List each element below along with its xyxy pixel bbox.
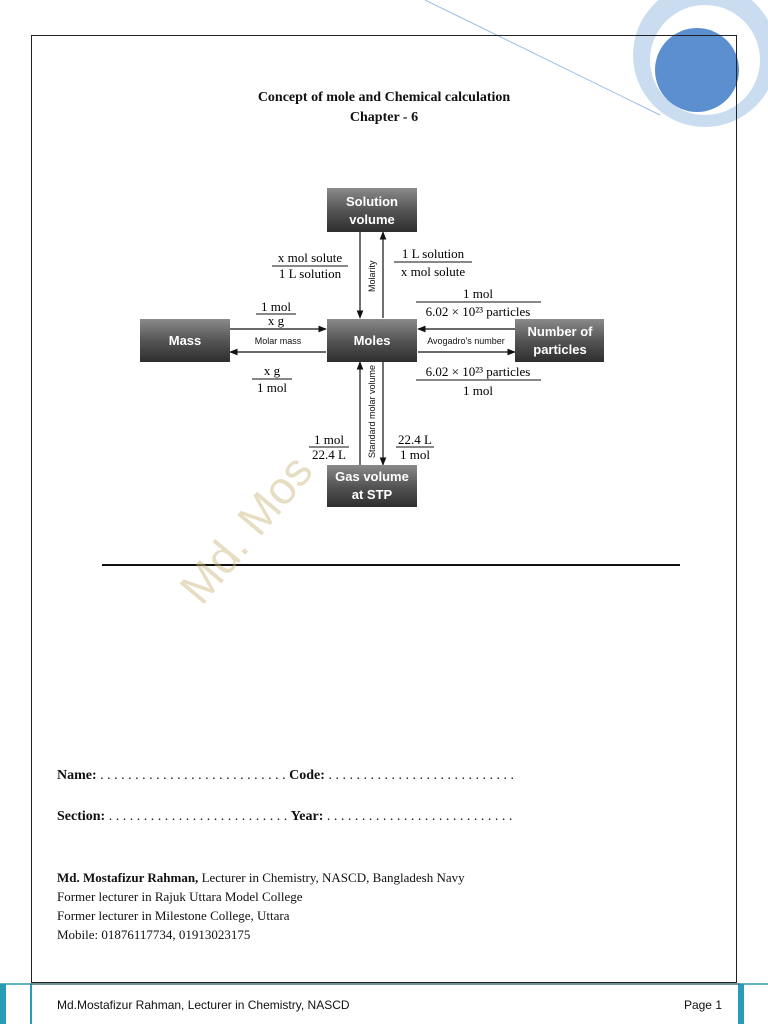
author-line-2: Former lecturer in Rajuk Uttara Model Co… — [57, 889, 303, 904]
author-mobile: Mobile: 01876117734, 01913023175 — [57, 927, 251, 942]
horizontal-divider — [102, 564, 680, 566]
code-field[interactable]: . . . . . . . . . . . . . . . . . . . . … — [328, 768, 514, 783]
author-line-1: Md. Mostafizur Rahman, Lecturer in Chemi… — [57, 868, 465, 887]
fraction-numerator: x g — [264, 363, 281, 378]
fraction-denominator: x mol solute — [401, 264, 466, 279]
page-number: Page 1 — [683, 998, 722, 1012]
footer-author: Md.Mostafizur Rahman, Lecturer in Chemis… — [57, 998, 350, 1012]
chapter-text: Chapter - 6 — [349, 110, 419, 125]
fraction-denominator: 22.4 L — [312, 447, 346, 462]
fraction-denominator: 1 mol — [400, 447, 430, 462]
author-name: Md. Mostafizur Rahman, — [57, 870, 199, 885]
fraction-numerator: 6.02 × 10²³ particles — [426, 364, 531, 379]
section-label: Section: — [57, 809, 106, 824]
box-solution-volume: Solution volume — [327, 188, 417, 232]
fraction-right-top: 1 mol 6.02 × 10²³ particles — [416, 286, 541, 319]
year-field[interactable]: . . . . . . . . . . . . . . . . . . . . … — [326, 809, 513, 824]
fraction-bottom-right: 22.4 L 1 mol — [396, 432, 434, 462]
fraction-top-right: 1 L solution x mol solute — [394, 246, 472, 279]
page-border — [31, 35, 737, 983]
box-gas-volume: Gas volume at STP — [327, 465, 417, 507]
gas-volume-line1: Gas volume — [335, 469, 409, 484]
molar-mass-label: Molar mass — [255, 336, 302, 346]
fraction-left-bottom: x g 1 mol — [252, 363, 292, 395]
fraction-top-left: x mol solute 1 L solution — [272, 250, 348, 281]
name-label: Name: — [57, 768, 97, 783]
code-label: Code: — [289, 768, 325, 783]
solution-volume-line2: volume — [349, 212, 395, 227]
name-field[interactable]: . . . . . . . . . . . . . . . . . . . . … — [100, 768, 286, 783]
author-info: Md. Mostafizur Rahman, Lecturer in Chemi… — [57, 868, 465, 944]
fraction-denominator: 1 mol — [463, 383, 493, 398]
name-code-row: Name: . . . . . . . . . . . . . . . . . … — [57, 768, 514, 784]
fraction-numerator: 1 mol — [314, 432, 344, 447]
mass-label: Mass — [169, 333, 202, 348]
box-mass: Mass — [140, 319, 230, 362]
year-label: Year: — [290, 809, 324, 824]
particles-line2: particles — [533, 342, 586, 357]
fraction-numerator: 1 mol — [261, 299, 291, 314]
box-moles: Moles — [327, 319, 417, 362]
gas-volume-line2: at STP — [352, 487, 393, 502]
moles-label: Moles — [354, 333, 391, 348]
molarity-label: Molarity — [367, 260, 377, 292]
section-field[interactable]: . . . . . . . . . . . . . . . . . . . . … — [108, 809, 288, 824]
author-line-3: Former lecturer in Milestone College, Ut… — [57, 908, 290, 923]
fraction-bottom-left: 1 mol 22.4 L — [309, 432, 349, 462]
document-title: Concept of mole and Chemical calculation… — [0, 88, 768, 128]
solution-volume-line1: Solution — [346, 194, 398, 209]
footer-decoration — [0, 983, 768, 1024]
std-molar-volume-label: Standard molar volume — [367, 365, 377, 458]
title-text: Concept of mole and Chemical calculation — [257, 90, 511, 105]
mole-conversion-diagram: Solution volume Moles Mass Number of par… — [140, 188, 604, 507]
fraction-left-top: 1 mol x g — [256, 299, 296, 328]
fraction-denominator: x g — [268, 313, 285, 328]
avogadro-label: Avogadro's number — [427, 336, 505, 346]
fraction-denominator: 1 L solution — [279, 266, 342, 281]
fraction-numerator: x mol solute — [278, 250, 343, 265]
fraction-numerator: 22.4 L — [398, 432, 432, 447]
fraction-numerator: 1 mol — [463, 286, 493, 301]
fraction-denominator: 6.02 × 10²³ particles — [426, 304, 531, 319]
fraction-denominator: 1 mol — [257, 380, 287, 395]
section-year-row: Section: . . . . . . . . . . . . . . . .… — [57, 809, 512, 825]
fraction-right-bottom: 6.02 × 10²³ particles 1 mol — [416, 364, 541, 398]
particles-line1: Number of — [528, 324, 594, 339]
fraction-numerator: 1 L solution — [402, 246, 465, 261]
box-number-of-particles: Number of particles — [515, 319, 604, 362]
author-position: Lecturer in Chemistry, NASCD, Bangladesh… — [198, 870, 465, 885]
